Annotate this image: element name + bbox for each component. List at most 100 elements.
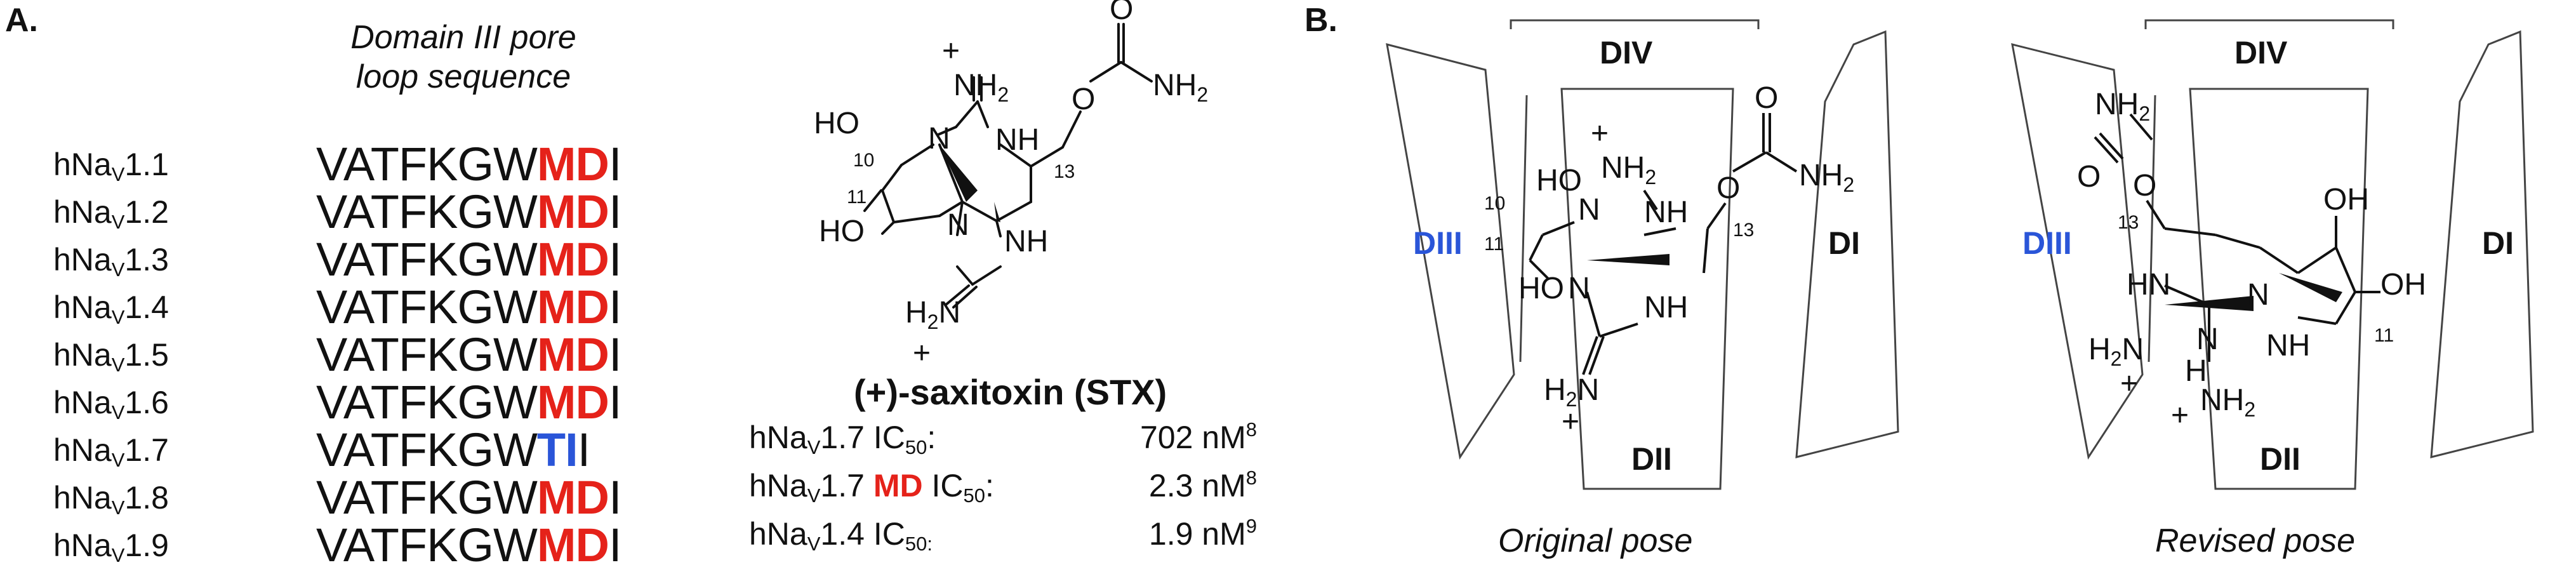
isoform-name: hNaV1.9 — [53, 527, 169, 566]
orig-n-left: N — [1578, 193, 1600, 227]
ic50-row: hNaV1.7 MD IC50:2.3 nM8 — [749, 467, 1257, 507]
rev-h2n-left: H2N — [2088, 333, 2144, 370]
isoform-subscript: V — [111, 543, 125, 566]
pore-loop-sequence: VATFKGWMDI — [316, 185, 622, 239]
isoform-number: 1.3 — [124, 242, 169, 277]
sequence-end: I — [609, 376, 622, 429]
domain-iv-panel — [1510, 19, 1760, 29]
ic50-label: IC50: — [931, 468, 994, 507]
pore-loop-sequence: VATFKGWMDI — [316, 375, 622, 429]
rev-n-lower: N — [2196, 323, 2219, 356]
sax-n-top: N — [928, 122, 950, 156]
pore-loop-sequence: VATFKGWMDI — [316, 328, 622, 382]
isoform-prefix: hNa — [53, 480, 112, 515]
sequence-base: VATFKGW — [316, 471, 538, 524]
domain-ii-panel — [1560, 88, 1734, 490]
sequence-end: I — [609, 519, 622, 571]
sax-plus-bottom: + — [913, 336, 931, 370]
isoform-name: hNaV1.4 — [53, 289, 169, 328]
ic50-label: IC50: — [873, 516, 933, 555]
isoform-subscript: V — [111, 448, 125, 471]
saxitoxin-structure: + NH2 N NH HO HO N NH O O NH2 H2N + 10 1… — [814, 0, 1208, 370]
isoform-subscript: V — [111, 163, 125, 185]
rev-dom-diii: DIII — [2022, 225, 2072, 261]
rev-num-13: 13 — [2118, 212, 2139, 233]
sequence-base: VATFKGW — [316, 233, 538, 286]
rev-dom-dii: DII — [2260, 441, 2300, 477]
panel-a-label: A. — [5, 2, 38, 39]
compound-name: (+)-saxitoxin (STX) — [854, 372, 1167, 412]
sax-h2n-bottom: H2N — [905, 296, 960, 333]
orig-num-10: 10 — [1484, 193, 1505, 214]
sequence-end: I — [609, 185, 622, 238]
sequence-base: VATFKGW — [316, 423, 538, 476]
rev-h-lower: H — [2185, 354, 2207, 388]
isoform-prefix: hNa — [53, 147, 112, 182]
pore-loop-sequence: VATFKGWTII — [316, 423, 590, 477]
isoform-prefix: hNa — [53, 289, 112, 325]
sequence-end: I — [609, 328, 622, 381]
pore-loop-sequence: VATFKGWMDI — [316, 470, 622, 524]
orig-nh2-top: NH2 — [1601, 151, 1656, 189]
orig-n-mid: N — [1568, 272, 1590, 305]
revised-pose-diagram: DIV DIII DI DII NH2 O O OH OH HN N NH H2… — [2011, 19, 2534, 490]
isoform-subscript: V — [111, 258, 125, 281]
rev-plus-bottom: + — [2171, 399, 2189, 432]
orig-h2n-bottom: H2N — [1544, 373, 1599, 411]
isoform-prefix: hNa — [53, 432, 112, 468]
sequence-highlight: TI — [536, 423, 578, 476]
sequence-end: I — [577, 423, 591, 476]
sequence-base: VATFKGW — [316, 519, 538, 571]
domain-iii-panel-rev — [2011, 43, 2144, 460]
orig-num-11: 11 — [1484, 234, 1504, 255]
rev-dom-di: DI — [2482, 225, 2514, 261]
rev-nh-bottom: NH — [2266, 329, 2310, 362]
orig-ho-bottom: HO — [1518, 272, 1564, 305]
ic50-row: hNaV1.4 IC50:1.9 nM9 — [749, 515, 1257, 555]
sax-num-13: 13 — [1054, 161, 1075, 182]
ic50-mutation: MD — [873, 468, 923, 503]
isoform-number: 1.8 — [124, 480, 169, 515]
isoform-name: hNaV1.3 — [53, 241, 169, 281]
rev-n-mid: N — [2247, 278, 2269, 312]
sequence-base: VATFKGW — [316, 185, 538, 238]
isoform-prefix: hNa — [53, 385, 112, 420]
sequence-highlight: MD — [536, 281, 609, 333]
orig-num-13: 13 — [1733, 220, 1754, 241]
sequence-highlight: MD — [536, 376, 609, 429]
sequence-highlight: MD — [536, 328, 609, 381]
orig-plus-bottom: + — [1562, 405, 1579, 439]
ic50-isoform: hNaV1.7 — [749, 420, 865, 458]
ic50-label: IC50: — [873, 420, 936, 458]
domain-iii-panel — [1386, 43, 1515, 460]
domain-iv-panel-rev — [2144, 19, 2394, 29]
isoform-prefix: hNa — [53, 528, 112, 563]
isoform-number: 1.4 — [124, 289, 169, 325]
rev-oh-right: OH — [2380, 268, 2426, 302]
isoform-number: 1.2 — [124, 194, 169, 230]
orig-o-ether: O — [1716, 171, 1740, 205]
ic50-value: 702 nM8 — [1139, 418, 1257, 455]
sequence-base: VATFKGW — [316, 328, 538, 381]
sax-nh-right: NH — [995, 123, 1039, 157]
sequence-title: Domain III pore loop sequence — [298, 18, 628, 96]
rev-nh2-bottom: NH2 — [2200, 383, 2255, 421]
ic50-isoform: hNaV1.7 — [749, 468, 865, 507]
sequence-highlight: MD — [536, 185, 609, 238]
orig-nh-right: NH — [1644, 196, 1688, 229]
sequence-title-line2: loop sequence — [355, 58, 571, 95]
sequence-highlight: MD — [536, 138, 609, 190]
isoform-number: 1.7 — [124, 432, 169, 468]
isoform-name: hNaV1.7 — [53, 432, 169, 471]
sax-ho-top: HO — [814, 107, 860, 140]
orig-plus-top: + — [1591, 117, 1609, 150]
sax-ho-bottom: HO — [819, 215, 865, 248]
rev-dom-div: DIV — [2234, 35, 2288, 70]
pore-loop-sequence: VATFKGWMDI — [316, 232, 622, 286]
orig-ho-top: HO — [1536, 164, 1582, 197]
isoform-number: 1.6 — [124, 385, 169, 420]
sequence-end: I — [609, 138, 622, 190]
pore-loop-sequence: VATFKGWMDI — [316, 518, 622, 572]
isoform-subscript: V — [111, 496, 125, 519]
